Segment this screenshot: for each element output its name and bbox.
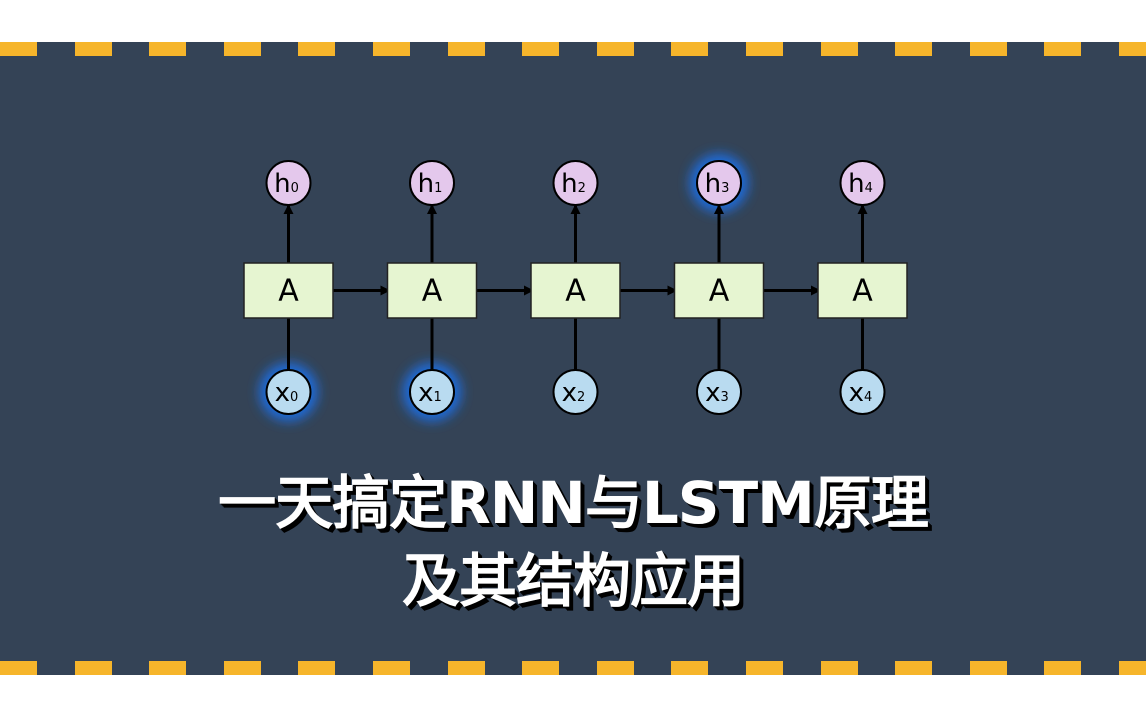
input-node-label: x3 xyxy=(705,378,729,408)
rnn-cell-box xyxy=(817,262,908,319)
dash-segment xyxy=(149,42,187,56)
dash-segment xyxy=(671,42,709,56)
dash-segment xyxy=(969,42,1007,56)
title-line-2: 及其结构应用 xyxy=(401,547,745,615)
input-node xyxy=(839,369,886,415)
input-node-label: x4 xyxy=(849,378,873,408)
dash-segment xyxy=(223,661,261,675)
dash-segment xyxy=(373,661,410,675)
input-subscript: 2 xyxy=(577,390,585,405)
output-base: h xyxy=(705,169,721,199)
bottom-dash-border xyxy=(0,661,1146,675)
dash-segment xyxy=(522,661,560,675)
output-base: h xyxy=(418,169,434,199)
output-subscript: 3 xyxy=(721,181,729,196)
dash-segment xyxy=(298,661,336,675)
dash-segment xyxy=(74,661,112,675)
input-node-label: x1 xyxy=(418,378,442,408)
dash-segment xyxy=(671,661,709,675)
dash-segment xyxy=(596,42,634,56)
rnn-cell-box xyxy=(243,262,334,319)
dash-segment xyxy=(746,661,783,675)
input-base: x xyxy=(562,378,577,408)
dash-segment xyxy=(969,661,1007,675)
dash-segment xyxy=(1119,42,1146,56)
rnn-cell-box xyxy=(530,262,621,319)
rnn-cell-label: A xyxy=(278,274,299,309)
top-dash-border xyxy=(0,42,1146,56)
output-subscript: 2 xyxy=(578,181,586,196)
output-base: h xyxy=(848,169,864,199)
output-subscript: 0 xyxy=(291,181,299,196)
rnn-cell-label: A xyxy=(852,274,873,309)
input-base: x xyxy=(418,378,433,408)
input-base: x xyxy=(849,378,864,408)
input-base: x xyxy=(705,378,720,408)
input-node xyxy=(265,369,312,415)
dash-segment xyxy=(447,42,485,56)
dash-segment xyxy=(820,661,858,675)
input-node-label: x2 xyxy=(562,378,586,408)
input-subscript: 3 xyxy=(721,390,729,405)
dash-segment xyxy=(0,661,37,675)
output-base: h xyxy=(561,169,577,199)
output-subscript: 1 xyxy=(434,181,442,196)
dash-segment xyxy=(223,42,261,56)
dash-segment xyxy=(522,42,560,56)
dash-segment xyxy=(596,661,634,675)
output-node xyxy=(839,160,886,206)
background-panel xyxy=(0,42,1146,675)
dash-segment xyxy=(895,661,933,675)
output-node xyxy=(409,160,455,206)
rnn-cell-label: A xyxy=(422,274,443,309)
dash-segment xyxy=(1119,661,1146,675)
output-node-label: h3 xyxy=(705,169,730,199)
output-node xyxy=(696,160,742,206)
rnn-cell-label: A xyxy=(709,274,730,309)
dash-segment xyxy=(746,42,783,56)
input-subscript: 4 xyxy=(864,390,872,405)
rnn-cell-box xyxy=(673,262,765,319)
output-subscript: 4 xyxy=(865,181,873,196)
input-base: x xyxy=(275,378,290,408)
dash-segment xyxy=(0,42,37,56)
rnn-cell-label: A xyxy=(565,274,586,309)
output-node-label: h4 xyxy=(848,169,873,199)
output-node-label: h0 xyxy=(274,169,299,199)
output-base: h xyxy=(274,169,290,199)
input-subscript: 0 xyxy=(290,390,298,405)
output-node xyxy=(552,160,599,206)
title-line-1: 一天搞定RNN与LSTM原理 xyxy=(218,469,929,537)
dash-segment xyxy=(447,661,485,675)
dash-segment xyxy=(373,42,410,56)
dash-segment xyxy=(149,661,187,675)
output-node-label: h1 xyxy=(418,169,443,199)
input-node xyxy=(552,369,599,415)
input-node xyxy=(696,369,742,415)
dash-segment xyxy=(1044,42,1082,56)
output-node xyxy=(265,160,312,206)
input-node xyxy=(409,369,455,415)
dash-segment xyxy=(1044,661,1082,675)
rnn-cell-box xyxy=(386,262,478,319)
input-subscript: 1 xyxy=(434,390,442,405)
dash-segment xyxy=(820,42,858,56)
dash-segment xyxy=(298,42,336,56)
output-node-label: h2 xyxy=(561,169,586,199)
dash-segment xyxy=(74,42,112,56)
input-node-label: x0 xyxy=(275,378,299,408)
dash-segment xyxy=(895,42,933,56)
